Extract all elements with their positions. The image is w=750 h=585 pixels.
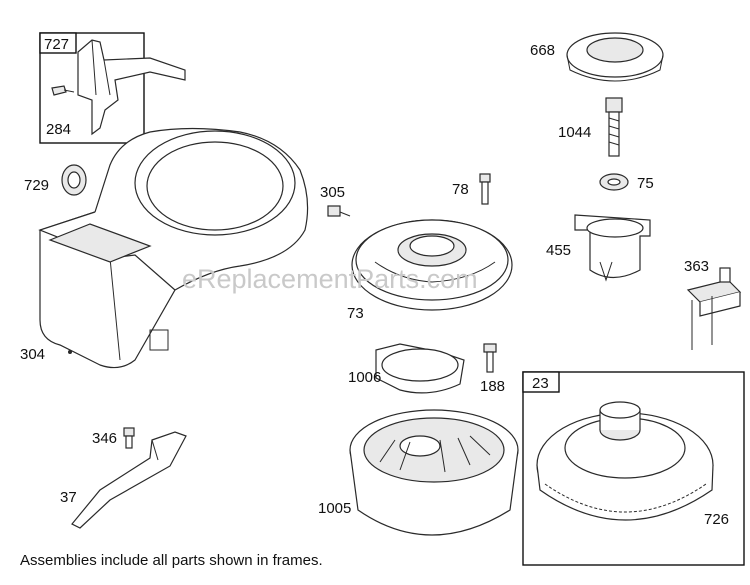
screw-305 bbox=[327, 205, 351, 217]
frame-label-727: 727 bbox=[44, 36, 69, 53]
blower-housing-304 bbox=[38, 127, 309, 369]
part-label-668: 668 bbox=[530, 42, 555, 59]
flywheel-fan-1005 bbox=[349, 409, 519, 536]
frame-727: 727 bbox=[39, 32, 186, 144]
part-label-1006: 1006 bbox=[348, 369, 381, 386]
part-label-78: 78 bbox=[452, 181, 469, 198]
part-label-346: 346 bbox=[92, 430, 117, 447]
retainer-668 bbox=[566, 32, 664, 82]
grommet-729 bbox=[61, 164, 87, 196]
frame-label-23: 23 bbox=[532, 375, 549, 392]
bolt-188 bbox=[483, 343, 497, 373]
part-label-188: 188 bbox=[480, 378, 505, 395]
part-label-455: 455 bbox=[546, 242, 571, 259]
stud-1044 bbox=[605, 97, 623, 157]
part-label-304: 304 bbox=[20, 346, 45, 363]
part-label-305: 305 bbox=[320, 184, 345, 201]
part-label-726: 726 bbox=[704, 511, 729, 528]
cup-455 bbox=[574, 214, 651, 282]
part-label-73: 73 bbox=[347, 305, 364, 322]
footer-note: Assemblies include all parts shown in fr… bbox=[20, 552, 323, 569]
part-label-284: 284 bbox=[46, 121, 71, 138]
armature-363 bbox=[686, 267, 742, 350]
frame-23: 23 bbox=[522, 371, 745, 566]
part-label-37: 37 bbox=[60, 489, 77, 506]
part-label-1005: 1005 bbox=[318, 500, 351, 517]
part-label-363: 363 bbox=[684, 258, 709, 275]
air-vane-37 bbox=[71, 431, 187, 529]
rotating-screen-73 bbox=[351, 219, 513, 311]
part-label-75: 75 bbox=[637, 175, 654, 192]
part-label-1044: 1044 bbox=[558, 124, 591, 141]
watermark: eReplacementParts.com bbox=[182, 264, 478, 294]
ring-1006 bbox=[375, 343, 465, 394]
screw-346 bbox=[123, 427, 135, 449]
bolt-78 bbox=[479, 173, 491, 205]
washer-75 bbox=[599, 173, 629, 191]
part-label-729: 729 bbox=[24, 177, 49, 194]
